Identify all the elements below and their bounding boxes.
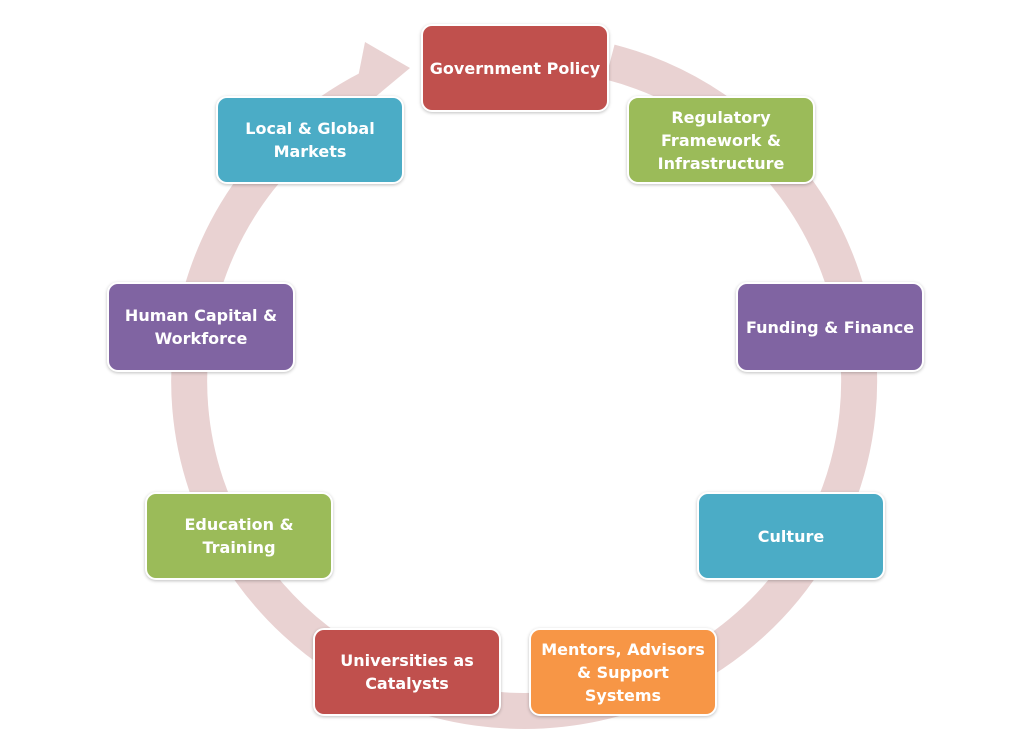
node-education-training: Education & Training (145, 492, 333, 580)
node-local-global-markets: Local & Global Markets (216, 96, 404, 184)
node-mentors-advisors: Mentors, Advisors & Support Systems (529, 628, 717, 716)
node-funding-finance: Funding & Finance (736, 282, 924, 372)
node-government-policy: Government Policy (421, 24, 609, 112)
node-human-capital: Human Capital & Workforce (107, 282, 295, 372)
node-culture: Culture (697, 492, 885, 580)
node-regulatory-framework: Regulatory Framework & Infrastructure (627, 96, 815, 184)
node-universities: Universities as Catalysts (313, 628, 501, 716)
